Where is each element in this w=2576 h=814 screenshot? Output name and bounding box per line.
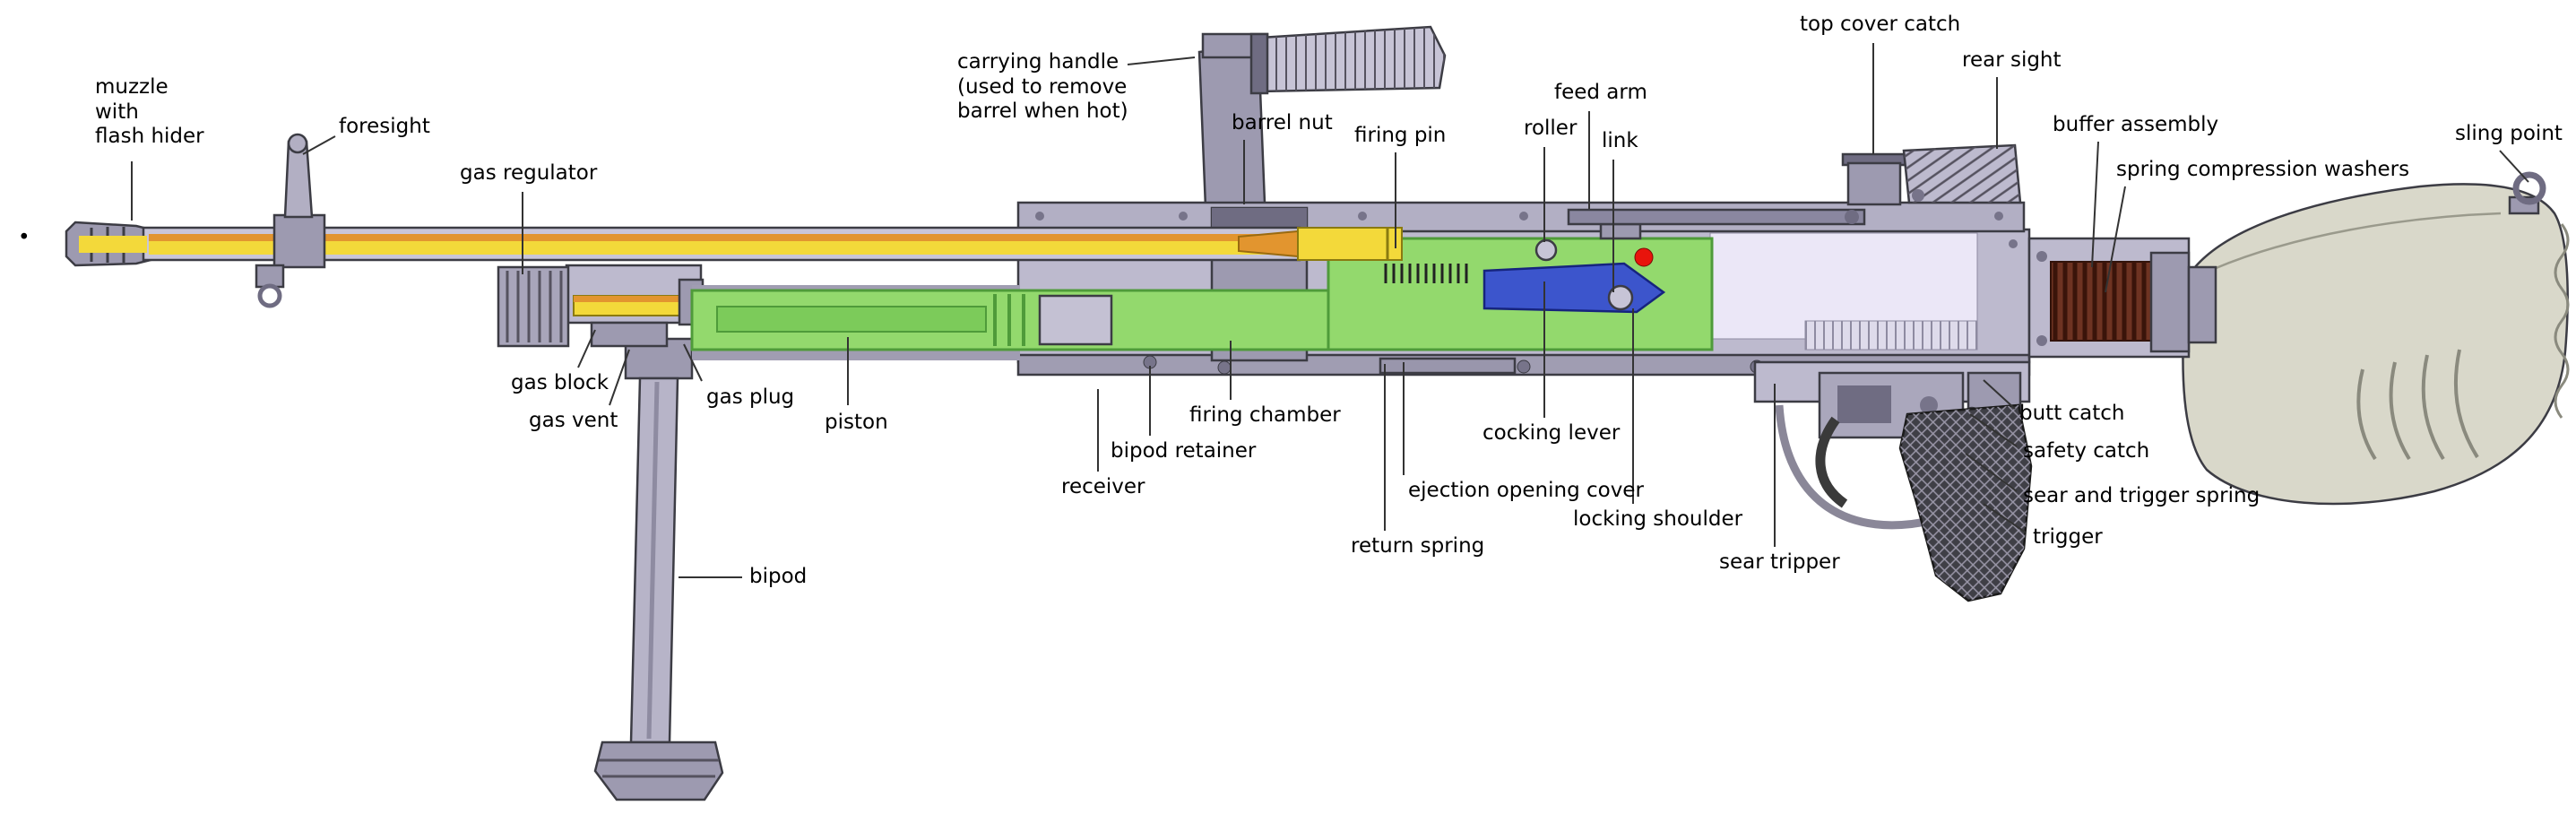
leader-line-sear-and-trigger-spring	[1965, 453, 2018, 492]
cartridge-part	[1238, 227, 1403, 261]
firing-pin-part	[1634, 247, 1654, 267]
rear-sight-part	[1902, 143, 2022, 204]
roller-part	[1534, 238, 1558, 262]
trigger-group-part	[1753, 360, 2033, 602]
leader-line-trigger	[1983, 503, 2027, 533]
ejection-opening-cover-part	[1379, 357, 1517, 375]
pistol-grip-part	[1898, 403, 2033, 602]
leader-line-buffer-assembly	[2091, 141, 2099, 268]
foresight-part	[272, 133, 326, 269]
return-spring-part	[1804, 320, 1978, 351]
feed-arm-part	[1567, 208, 1866, 226]
leader-line-carrying-handle	[1127, 56, 1196, 65]
bipod-part	[593, 337, 724, 801]
bolt-serrations	[1384, 264, 1468, 283]
barrel-part	[65, 133, 1301, 308]
leader-line-gas-plug	[683, 343, 703, 382]
piston-part	[690, 289, 1332, 351]
locking-shoulder-part	[1607, 284, 1634, 311]
gas-system-part	[497, 264, 705, 348]
butt-stock-part	[2182, 171, 2570, 506]
leader-line-safety-catch	[1969, 413, 2018, 447]
trigger-part	[1815, 416, 1848, 508]
carrying-handle-part	[1197, 25, 1447, 231]
buffer-assembly-part	[2027, 237, 2217, 359]
leader-line-gas-vent	[609, 349, 630, 406]
rivets	[1035, 212, 2018, 248]
sling-point-ring	[2508, 171, 2546, 215]
leader-line-butt-catch	[1983, 379, 2016, 410]
leader-line-spring-compression-washers	[2105, 186, 2126, 293]
leader-line-foresight	[302, 135, 336, 155]
leader-line-sling-point	[2499, 150, 2529, 183]
leader-line-gas-block	[577, 329, 596, 368]
